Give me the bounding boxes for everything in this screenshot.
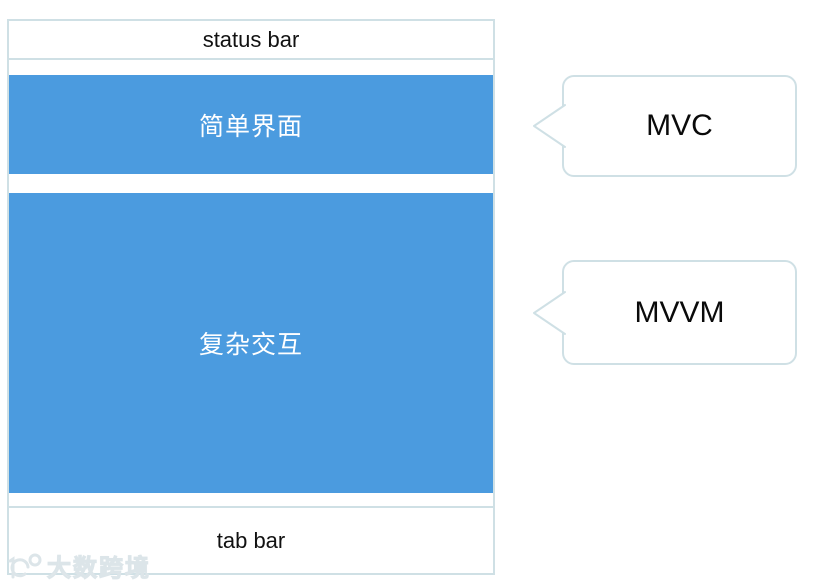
phone-mockup-frame: status bar 简单界面 复杂交互 tab bar [7, 19, 495, 575]
section-gap [9, 174, 493, 193]
complex-interaction-section: 复杂交互 [9, 193, 493, 493]
mvc-callout-bubble: MVC [533, 75, 797, 177]
section-gap [9, 60, 493, 75]
tab-bar-section: tab bar [9, 506, 493, 573]
complex-interaction-label: 复杂交互 [198, 331, 303, 359]
status-bar-label: status bar [202, 26, 300, 52]
mvc-label: MVC [646, 109, 713, 142]
section-gap [9, 493, 493, 506]
simple-ui-section: 简单界面 [9, 75, 493, 174]
mvvm-callout-bubble: MVVM [533, 260, 797, 365]
simple-ui-label: 简单界面 [198, 112, 303, 141]
mvvm-label: MVVM [634, 295, 725, 329]
tab-bar-label: tab bar [216, 527, 286, 553]
bubble-tail-left-icon [533, 290, 566, 335]
status-bar-section: status bar [9, 21, 493, 60]
bubble-tail-left-icon [533, 104, 566, 148]
